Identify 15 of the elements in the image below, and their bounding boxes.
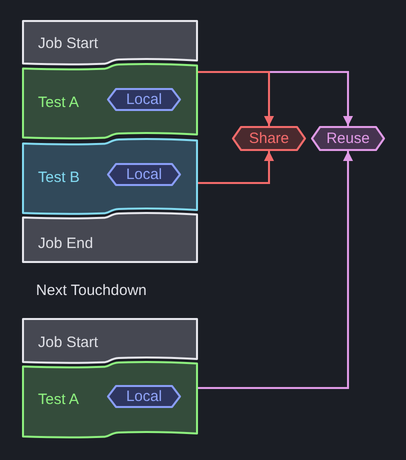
section-label: Next Touchdown <box>36 282 147 300</box>
band-label: Job Start <box>38 35 98 53</box>
band-label: Test B <box>38 169 80 187</box>
connector-arrow <box>198 151 274 184</box>
connector-arrow <box>198 71 274 126</box>
badge-label: Local <box>126 90 162 108</box>
connector-arrow <box>198 151 353 389</box>
band-label: Job End <box>38 235 94 253</box>
band-label: Test A <box>38 391 79 409</box>
badge-label: Local <box>126 388 162 406</box>
node-label: Reuse <box>326 130 370 148</box>
band-label: Job Start <box>38 334 98 352</box>
band-label: Test A <box>38 94 79 112</box>
node-label: Share <box>248 130 290 148</box>
badge-label: Local <box>126 166 162 184</box>
